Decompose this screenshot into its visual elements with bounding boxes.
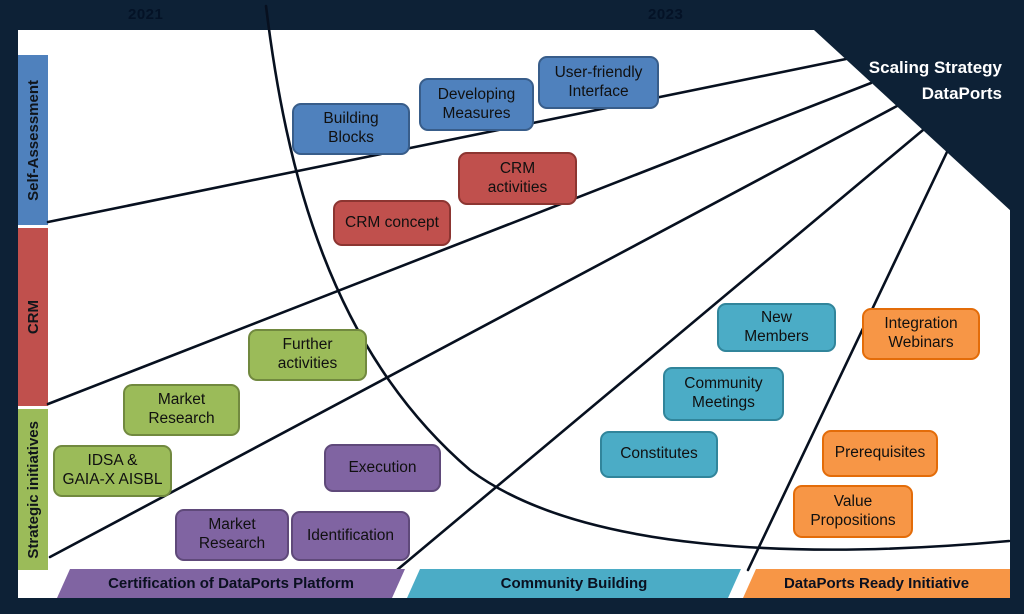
node-developing-measures: Developing Measures bbox=[419, 78, 534, 131]
node-label: IDSA & GAIA-X AISBL bbox=[62, 452, 163, 488]
diagram-title-line1: Scaling Strategy bbox=[868, 58, 1002, 77]
node-idsa-gaia-x: IDSA & GAIA-X AISBL bbox=[53, 445, 172, 497]
node-crm-activities: CRM activities bbox=[458, 152, 577, 205]
node-label: Developing Measures bbox=[437, 85, 516, 122]
left-axis-label: Strategic initiatives bbox=[24, 420, 42, 559]
node-label: Community Meetings bbox=[684, 375, 763, 411]
node-label: CRM concept bbox=[345, 213, 439, 231]
node-label: CRM activities bbox=[487, 159, 548, 196]
node-label: Prerequisites bbox=[834, 444, 926, 462]
node-market-research-purple: Market Research bbox=[175, 509, 289, 561]
node-integration-webinars: Integration Webinars bbox=[862, 308, 980, 360]
diagram-title: Scaling Strategy DataPorts bbox=[869, 55, 1002, 108]
node-market-research-green: Market Research bbox=[123, 384, 240, 436]
bottom-axis-label: Community Building bbox=[500, 575, 648, 592]
node-new-members: New Members bbox=[717, 303, 836, 352]
left-axis-label: CRM bbox=[24, 299, 42, 335]
bottom-axis-label: DataPorts Ready Initiative bbox=[783, 575, 970, 592]
node-label: Identification bbox=[306, 526, 395, 544]
bottom-axis-dataports-ready: DataPorts Ready Initiative bbox=[743, 569, 1010, 598]
node-user-friendly-interface: User-friendly Interface bbox=[538, 56, 659, 109]
node-prerequisites: Prerequisites bbox=[822, 430, 938, 477]
node-label: Value Propositions bbox=[810, 492, 896, 529]
axis-tick-2021: 2021 bbox=[128, 6, 164, 23]
node-label: Further activities bbox=[277, 336, 338, 372]
left-axis-self-assessment: Self-Assessment bbox=[18, 55, 48, 225]
bottom-axis-community-building: Community Building bbox=[407, 569, 741, 598]
node-label: Market Research bbox=[148, 391, 215, 427]
node-label: User-friendly Interface bbox=[554, 63, 643, 100]
left-axis-crm: CRM bbox=[18, 228, 48, 406]
node-crm-concept: CRM concept bbox=[333, 200, 451, 246]
bottom-axis-certification: Certification of DataPorts Platform bbox=[57, 569, 405, 598]
node-label: Market Research bbox=[198, 516, 266, 552]
left-axis-label: Self-Assessment bbox=[24, 79, 42, 201]
node-identification: Identification bbox=[291, 511, 410, 561]
node-community-meetings: Community Meetings bbox=[663, 367, 784, 421]
node-execution: Execution bbox=[324, 444, 441, 492]
node-label: Building Blocks bbox=[323, 110, 379, 146]
node-label: Execution bbox=[348, 458, 417, 476]
node-further-activities: Further activities bbox=[248, 329, 367, 381]
axis-tick-2023: 2023 bbox=[648, 6, 684, 23]
bottom-axis-label: Certification of DataPorts Platform bbox=[108, 575, 354, 592]
node-label: New Members bbox=[744, 308, 809, 345]
diagram-title-line2: DataPorts bbox=[921, 84, 1002, 104]
node-label: Constitutes bbox=[620, 445, 698, 463]
node-label: Integration Webinars bbox=[884, 315, 958, 351]
node-value-propositions: Value Propositions bbox=[793, 485, 913, 538]
node-building-blocks: Building Blocks bbox=[292, 103, 410, 155]
node-constitutes: Constitutes bbox=[600, 431, 718, 478]
left-axis-strategic-initiatives: Strategic initiatives bbox=[18, 409, 48, 570]
